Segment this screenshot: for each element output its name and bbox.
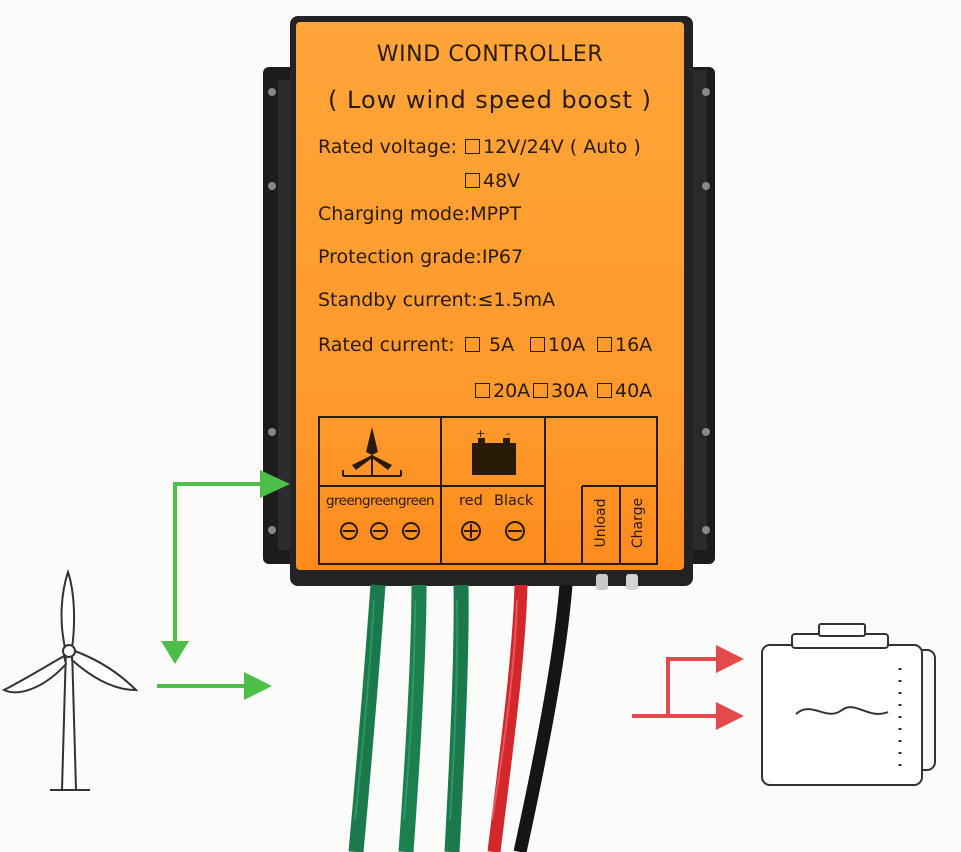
indicator-unload: Unload [593,498,609,548]
checkbox-icon [533,383,548,398]
standby-current-text: Standby current:≤1.5mA [318,289,556,311]
current-option-5a: 5A [465,336,514,355]
checkbox-icon [475,383,490,398]
wind-turbine-icon [1,568,139,791]
rated-current-label: Rated current: [318,334,455,356]
wires [348,584,573,852]
terminal-red: red [459,493,483,509]
terminal-black: Black [494,493,534,509]
indicator-leds [596,574,638,590]
battery-minus: - [506,427,510,440]
wind-turbine-symbol-icon [342,427,402,477]
charging-mode-text: Charging mode:MPPT [318,203,522,225]
controller-label [296,22,684,570]
voltage-option-2: 48V [465,172,520,191]
current-option-5a-text: 5A [489,334,515,356]
checkbox-icon [597,383,612,398]
red-flow-arrows [632,645,744,730]
indicator-charge: Charge [630,497,646,549]
label-subtitle: ( Low wind speed boost ) [328,86,652,114]
voltage-option-2-text: 48V [483,170,521,192]
terminal-green-2: green [362,493,399,509]
checkbox-icon [597,337,612,352]
current-option-10a: 10A [530,336,585,355]
current-option-16a-text: 16A [615,334,653,356]
current-option-30a: 30A [533,382,588,401]
current-option-10a-text: 10A [548,334,586,356]
voltage-option-1-text: 12V/24V ( Auto ) [483,136,641,158]
terminal-diagram [318,416,658,565]
turbine-terminal-labels: greengreengreen [326,493,435,509]
battery-symbol-icon [472,438,516,475]
checkbox-icon [465,173,480,188]
green-flow-arrows [157,470,290,700]
current-option-20a: 20A [475,382,530,401]
label-title: WIND CONTROLLER [376,42,604,67]
battery-icon [761,623,936,786]
checkbox-icon [465,337,480,352]
current-option-20a-text: 20A [493,380,531,402]
voltage-option-1: 12V/24V ( Auto ) [465,138,641,157]
current-option-40a-text: 40A [615,380,653,402]
checkbox-icon [465,139,480,154]
protection-grade-text: Protection grade:IP67 [318,246,524,268]
rated-voltage-label: Rated voltage: [318,136,458,158]
current-option-30a-text: 30A [551,380,589,402]
terminal-screws [340,521,525,541]
current-option-40a: 40A [597,382,652,401]
terminal-green-3: green [398,493,435,509]
checkbox-icon [530,337,545,352]
current-option-16a: 16A [597,336,652,355]
battery-plus: + [476,427,486,440]
terminal-green-1: green [326,493,363,509]
